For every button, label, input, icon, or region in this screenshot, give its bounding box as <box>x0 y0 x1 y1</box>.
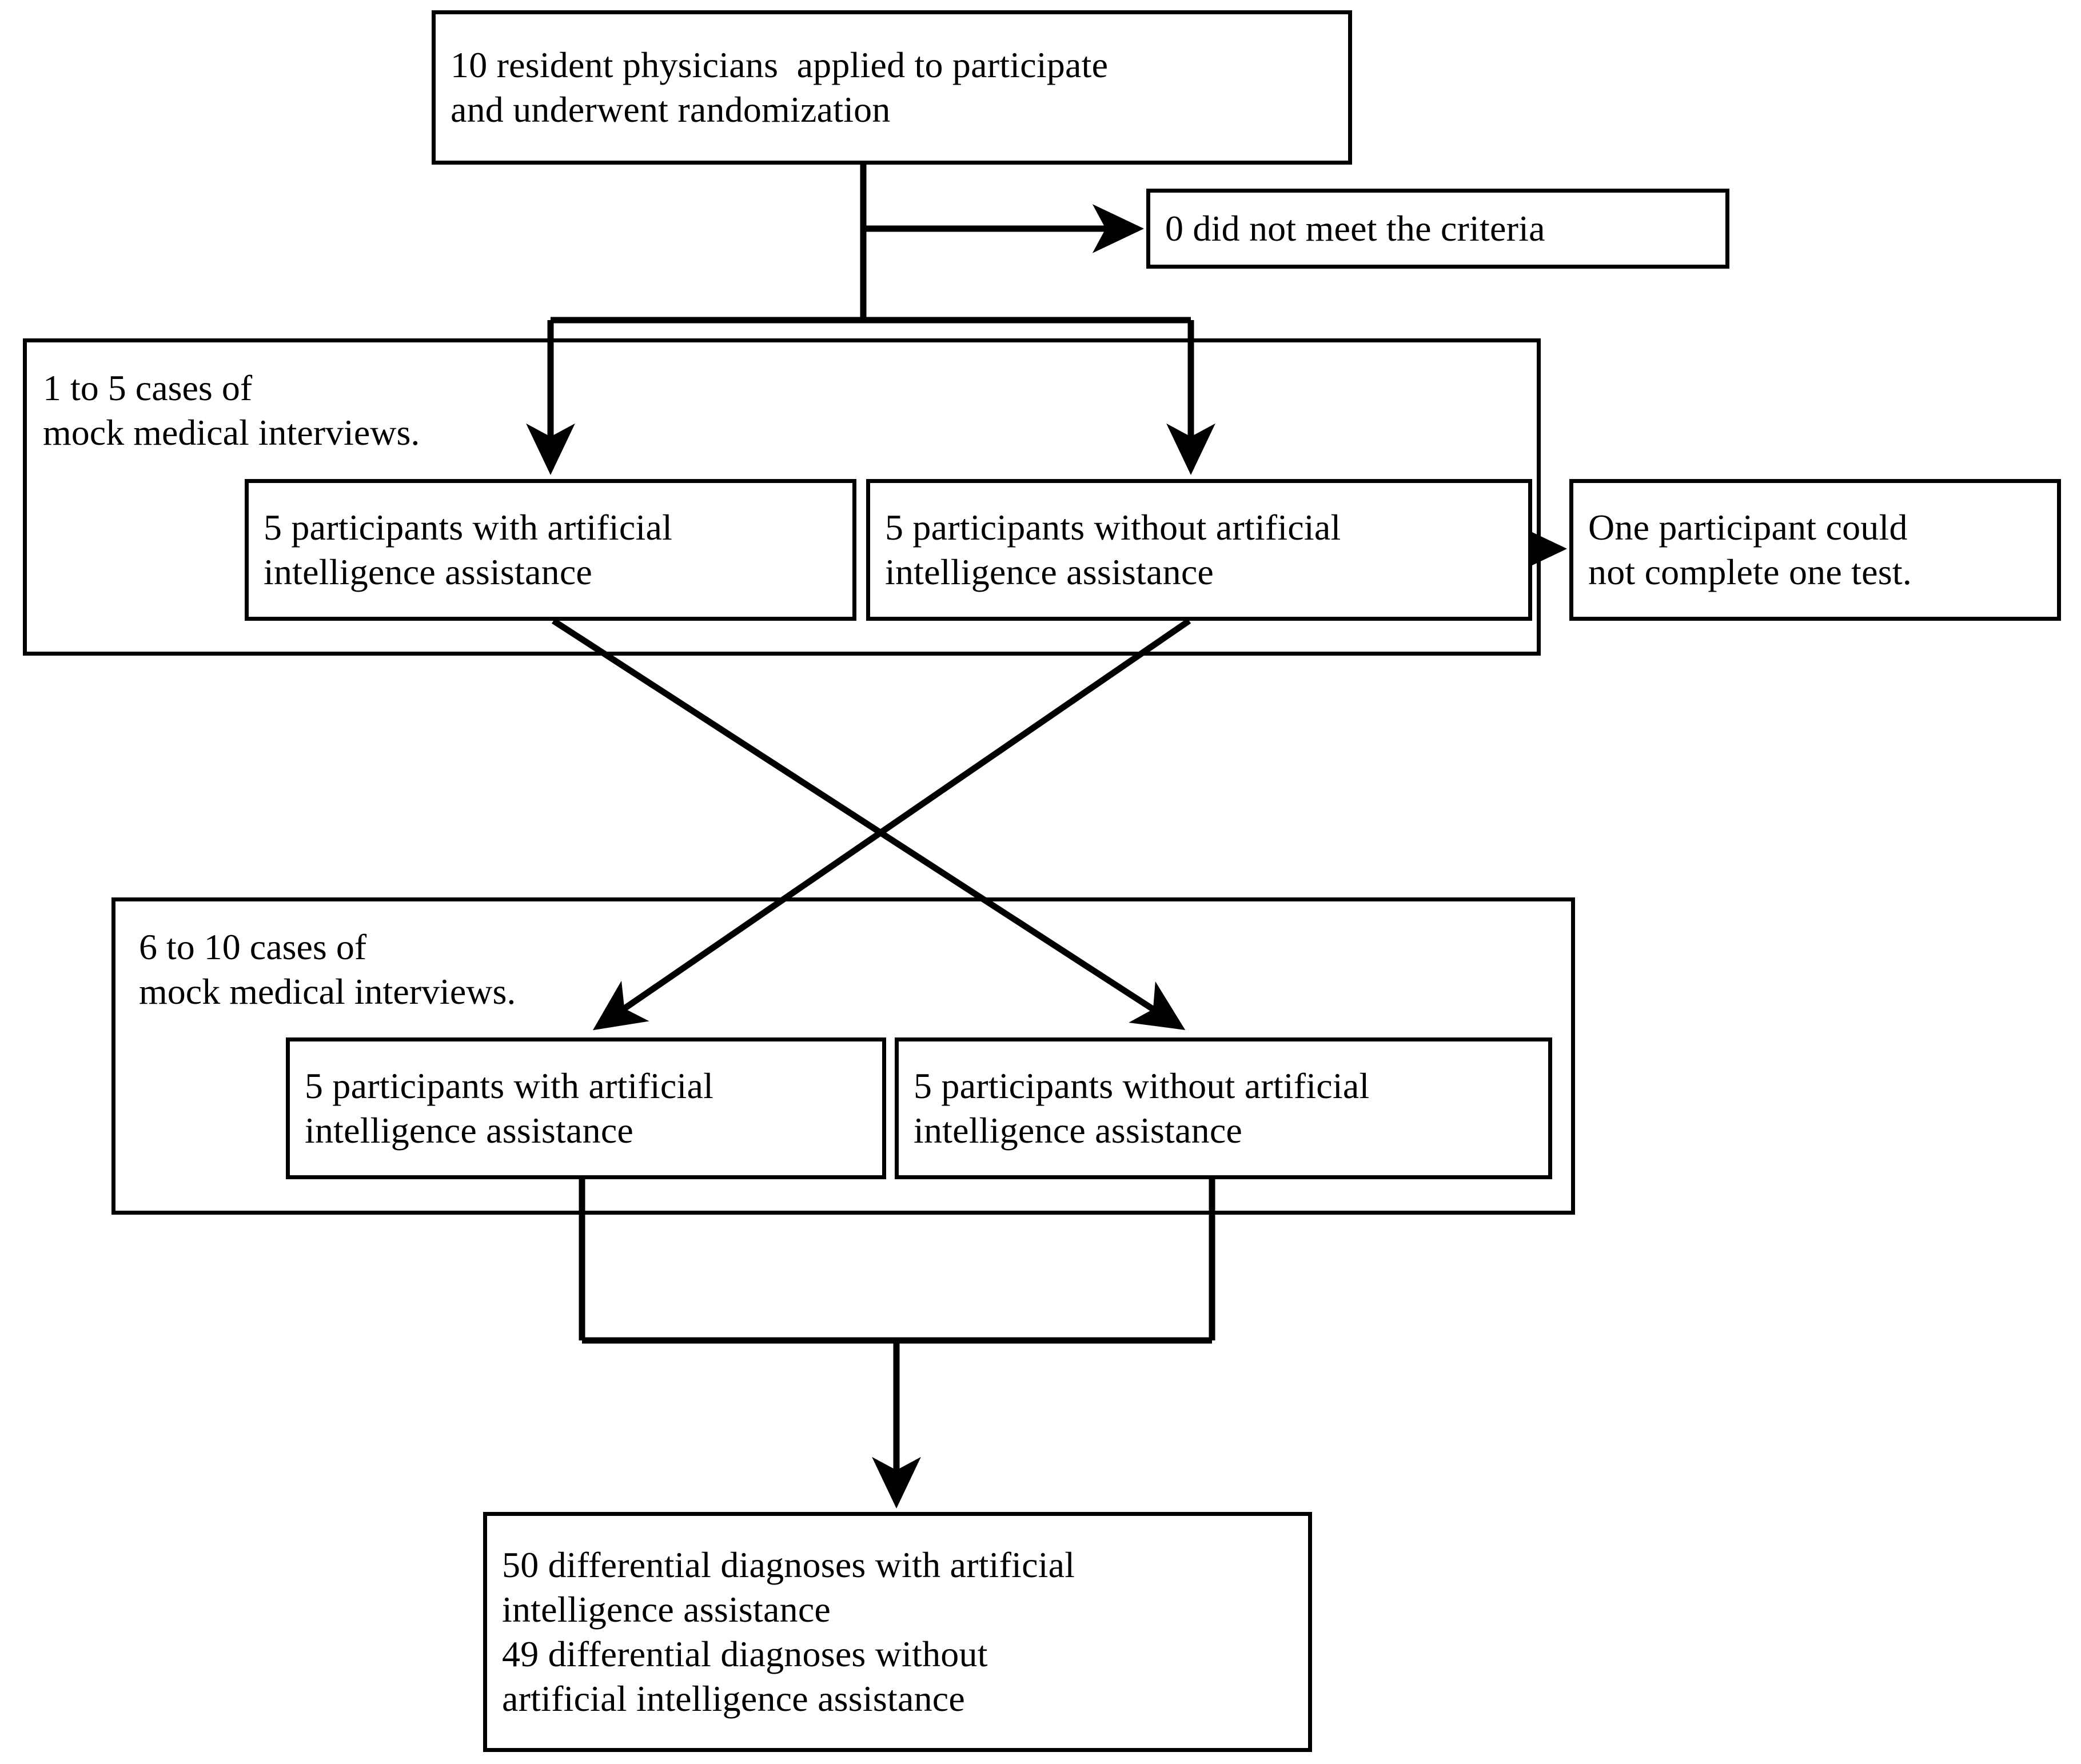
enrollment-line-2: and underwent randomization <box>451 89 891 130</box>
phase2-with-ai-box: 5 participants with artificial intellige… <box>286 1037 886 1179</box>
phase2-without-ai-line-2: intelligence assistance <box>914 1110 1243 1151</box>
phase2-label-line-2: mock medical interviews. <box>139 971 516 1012</box>
phase1-without-ai-line-1: 5 participants without artificial <box>885 506 1341 548</box>
phase1-with-ai-line-2: intelligence assistance <box>264 552 593 592</box>
excluded-line-1: 0 did not meet the criteria <box>1165 207 1545 249</box>
outcome-line-3: 49 differential diagnoses without <box>502 1634 988 1674</box>
enrollment-box: 10 resident physicians applied to partic… <box>432 10 1352 165</box>
outcome-line-1: 50 differential diagnoses with artificia… <box>502 1544 1075 1585</box>
phase2-group-label: 6 to 10 cases of mock medical interviews… <box>139 925 653 1014</box>
phase2-with-ai-line-1: 5 participants with artificial <box>305 1065 714 1106</box>
phase1-with-ai-box: 5 participants with artificial intellige… <box>245 479 856 621</box>
outcome-line-4: artificial intelligence assistance <box>502 1678 965 1719</box>
phase1-group-label: 1 to 5 cases of mock medical interviews. <box>43 366 557 455</box>
phase1-label-line-2: mock medical interviews. <box>43 412 420 453</box>
phase2-without-ai-box: 5 participants without artificial intell… <box>895 1037 1552 1179</box>
phase1-label-line-1: 1 to 5 cases of <box>43 368 253 408</box>
outcome-line-2: intelligence assistance <box>502 1589 831 1630</box>
phase2-with-ai-line-2: intelligence assistance <box>305 1110 634 1151</box>
enrollment-line-1: 10 resident physicians applied to partic… <box>451 44 1109 85</box>
excluded-box: 0 did not meet the criteria <box>1146 189 1729 269</box>
incomplete-test-box: One participant could not complete one t… <box>1569 479 2061 621</box>
phase2-without-ai-line-1: 5 participants without artificial <box>914 1065 1370 1106</box>
outcome-box: 50 differential diagnoses with artificia… <box>483 1512 1312 1752</box>
incomplete-line-1: One participant could <box>1588 506 1908 548</box>
phase2-label-line-1: 6 to 10 cases of <box>139 927 367 967</box>
phase1-without-ai-box: 5 participants without artificial intell… <box>866 479 1532 621</box>
phase1-without-ai-line-2: intelligence assistance <box>885 552 1214 592</box>
phase1-with-ai-line-1: 5 participants with artificial <box>264 506 673 548</box>
incomplete-line-2: not complete one test. <box>1588 552 1912 592</box>
